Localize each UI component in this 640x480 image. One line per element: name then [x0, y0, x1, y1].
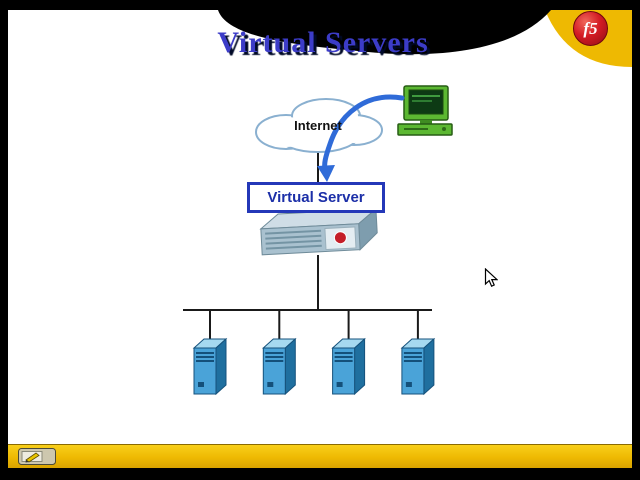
load-balancer-icon: [259, 207, 378, 256]
pen-tool-button[interactable]: [18, 448, 56, 465]
traffic-arrow-icon: [317, 94, 405, 182]
internet-label: Internet: [294, 118, 342, 133]
computer-icon: [397, 85, 453, 136]
server-tower-icon: [331, 338, 366, 395]
f5-logo: f5: [573, 11, 608, 46]
black-swoosh-shape: [218, 10, 551, 55]
server-tower-icon: [193, 338, 227, 395]
server-tower-icon: [262, 338, 297, 395]
server-rack: [193, 310, 435, 395]
f5-logo-text: f5: [583, 18, 598, 38]
network-diagram: [183, 85, 453, 395]
presentation-toolbar: [8, 444, 632, 468]
mouse-cursor-icon: [484, 268, 498, 288]
server-tower-icon: [400, 338, 435, 395]
pencil-icon: [25, 452, 40, 463]
virtual-server-box: Virtual Server: [247, 182, 385, 213]
slide: Virtual Servers f5: [8, 10, 632, 444]
virtual-server-label: Virtual Server: [267, 189, 365, 206]
slide-title: Virtual Servers: [217, 26, 429, 59]
